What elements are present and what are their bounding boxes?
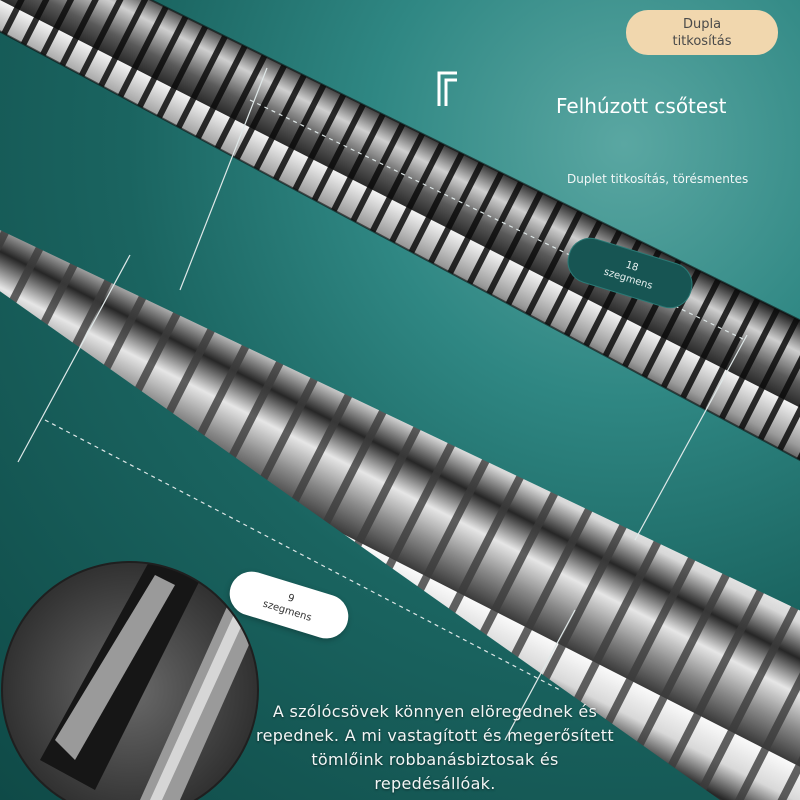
caption-line2: repednek. A mi vastagított és megerősíte…: [256, 726, 614, 745]
hose-upper: [0, 0, 800, 462]
badge-line2: titkosítás: [672, 33, 732, 49]
inset-detail-image: [1, 561, 259, 800]
caption-line1: A szólócsövek könnyen elöregednek és: [272, 702, 598, 721]
description-caption: A szólócsövek könnyen elöregednek és rep…: [240, 700, 630, 796]
badge-line1: Dupla: [682, 16, 722, 32]
caption-line4: repedésállóak.: [374, 774, 496, 793]
caption-line3: tömlőink robbanásbiztosak és: [311, 750, 559, 769]
bracket-icon: [437, 71, 457, 106]
double-encryption-badge: Dupla titkosítás: [626, 10, 778, 55]
section-subtitle: Duplet titkosítás, törésmentes: [567, 172, 749, 186]
section-title: Felhúzott csőtest: [556, 94, 727, 118]
hose-lower: [0, 230, 800, 800]
